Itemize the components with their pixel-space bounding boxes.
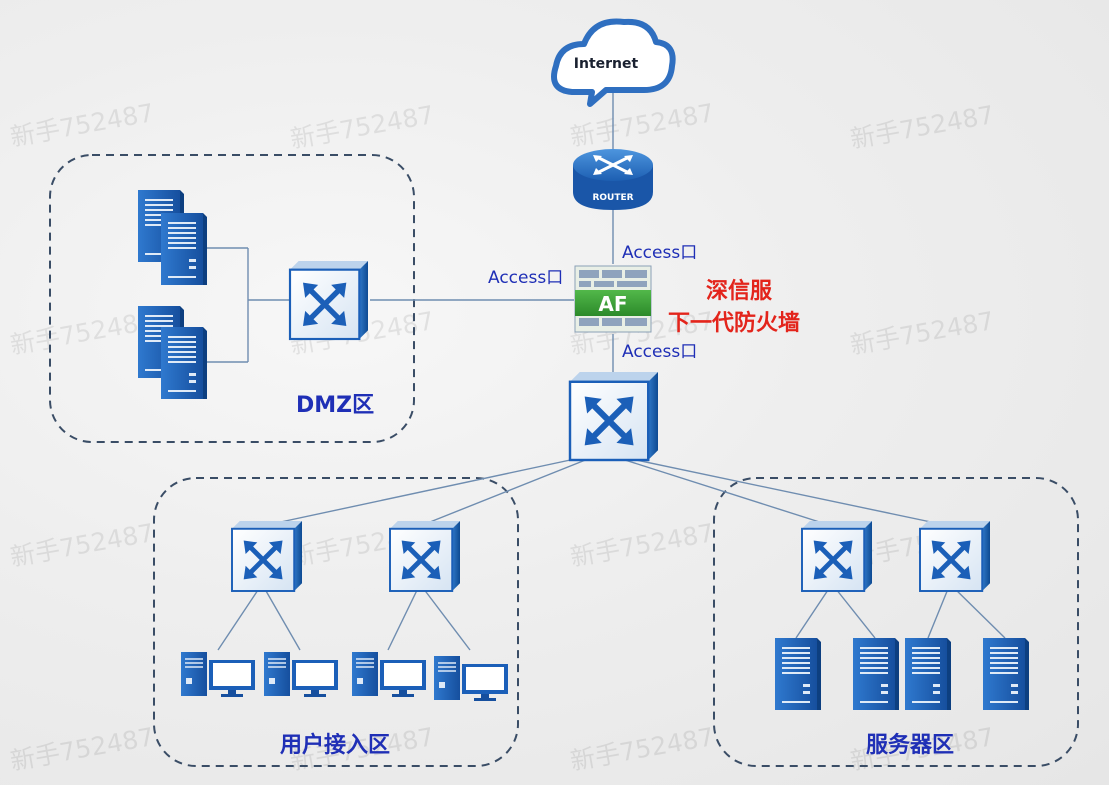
watermark: 新手752487 — [288, 100, 436, 154]
watermark: 新手752487 — [848, 306, 996, 360]
access-port-label-left: Access口 — [488, 268, 563, 288]
router-label: ROUTER — [592, 193, 633, 203]
server-icon — [160, 212, 208, 286]
internet-cloud-icon: Internet — [551, 18, 676, 107]
user-access-switch-icon — [390, 521, 460, 591]
pc-icon — [263, 651, 339, 698]
watermark: 新手752487 — [8, 306, 156, 360]
access-port-label-top: Access口 — [622, 243, 697, 263]
watermark: 新手752487 — [8, 518, 156, 572]
server-access-switch-icon — [802, 521, 872, 591]
server-zone-label: 服务器区 — [866, 733, 954, 758]
internet-label: Internet — [574, 56, 639, 72]
dmz-zone-boundary — [49, 154, 415, 443]
server-icon — [774, 637, 822, 711]
router-icon: ROUTER — [573, 149, 653, 210]
server-zone-boundary — [713, 477, 1079, 767]
server-access-switch-icon — [920, 521, 990, 591]
watermark: 新手752487 — [848, 100, 996, 154]
firewall-type-label: 下一代防火墙 — [668, 311, 800, 336]
watermark: 新手752487 — [568, 518, 716, 572]
firewall-icon: AF — [574, 265, 652, 333]
dmz-server-group-bottom — [137, 305, 208, 400]
dmz-switch-icon — [290, 261, 368, 339]
pc-icon — [180, 651, 256, 698]
network-links — [205, 92, 1006, 651]
watermark: 新手752487 — [8, 98, 156, 152]
pc-icon — [433, 655, 509, 702]
firewall-badge: AF — [598, 292, 627, 316]
server-icon — [160, 326, 208, 400]
access-port-label-bottom: Access口 — [622, 342, 697, 362]
user-access-switch-icon — [232, 521, 302, 591]
user-zone-boundary — [153, 477, 519, 767]
core-switch-icon — [570, 372, 658, 460]
server-icon — [982, 637, 1030, 711]
server-icon — [904, 637, 952, 711]
pc-icon — [351, 651, 427, 698]
server-icon — [852, 637, 900, 711]
dmz-server-group-top — [137, 189, 208, 286]
firewall-brand-label: 深信服 — [706, 278, 773, 304]
dmz-zone-label: DMZ区 — [296, 393, 374, 418]
watermark: 新手752487 — [8, 722, 156, 776]
watermark: 新手752487 — [568, 722, 716, 776]
user-zone-label: 用户接入区 — [280, 732, 390, 758]
